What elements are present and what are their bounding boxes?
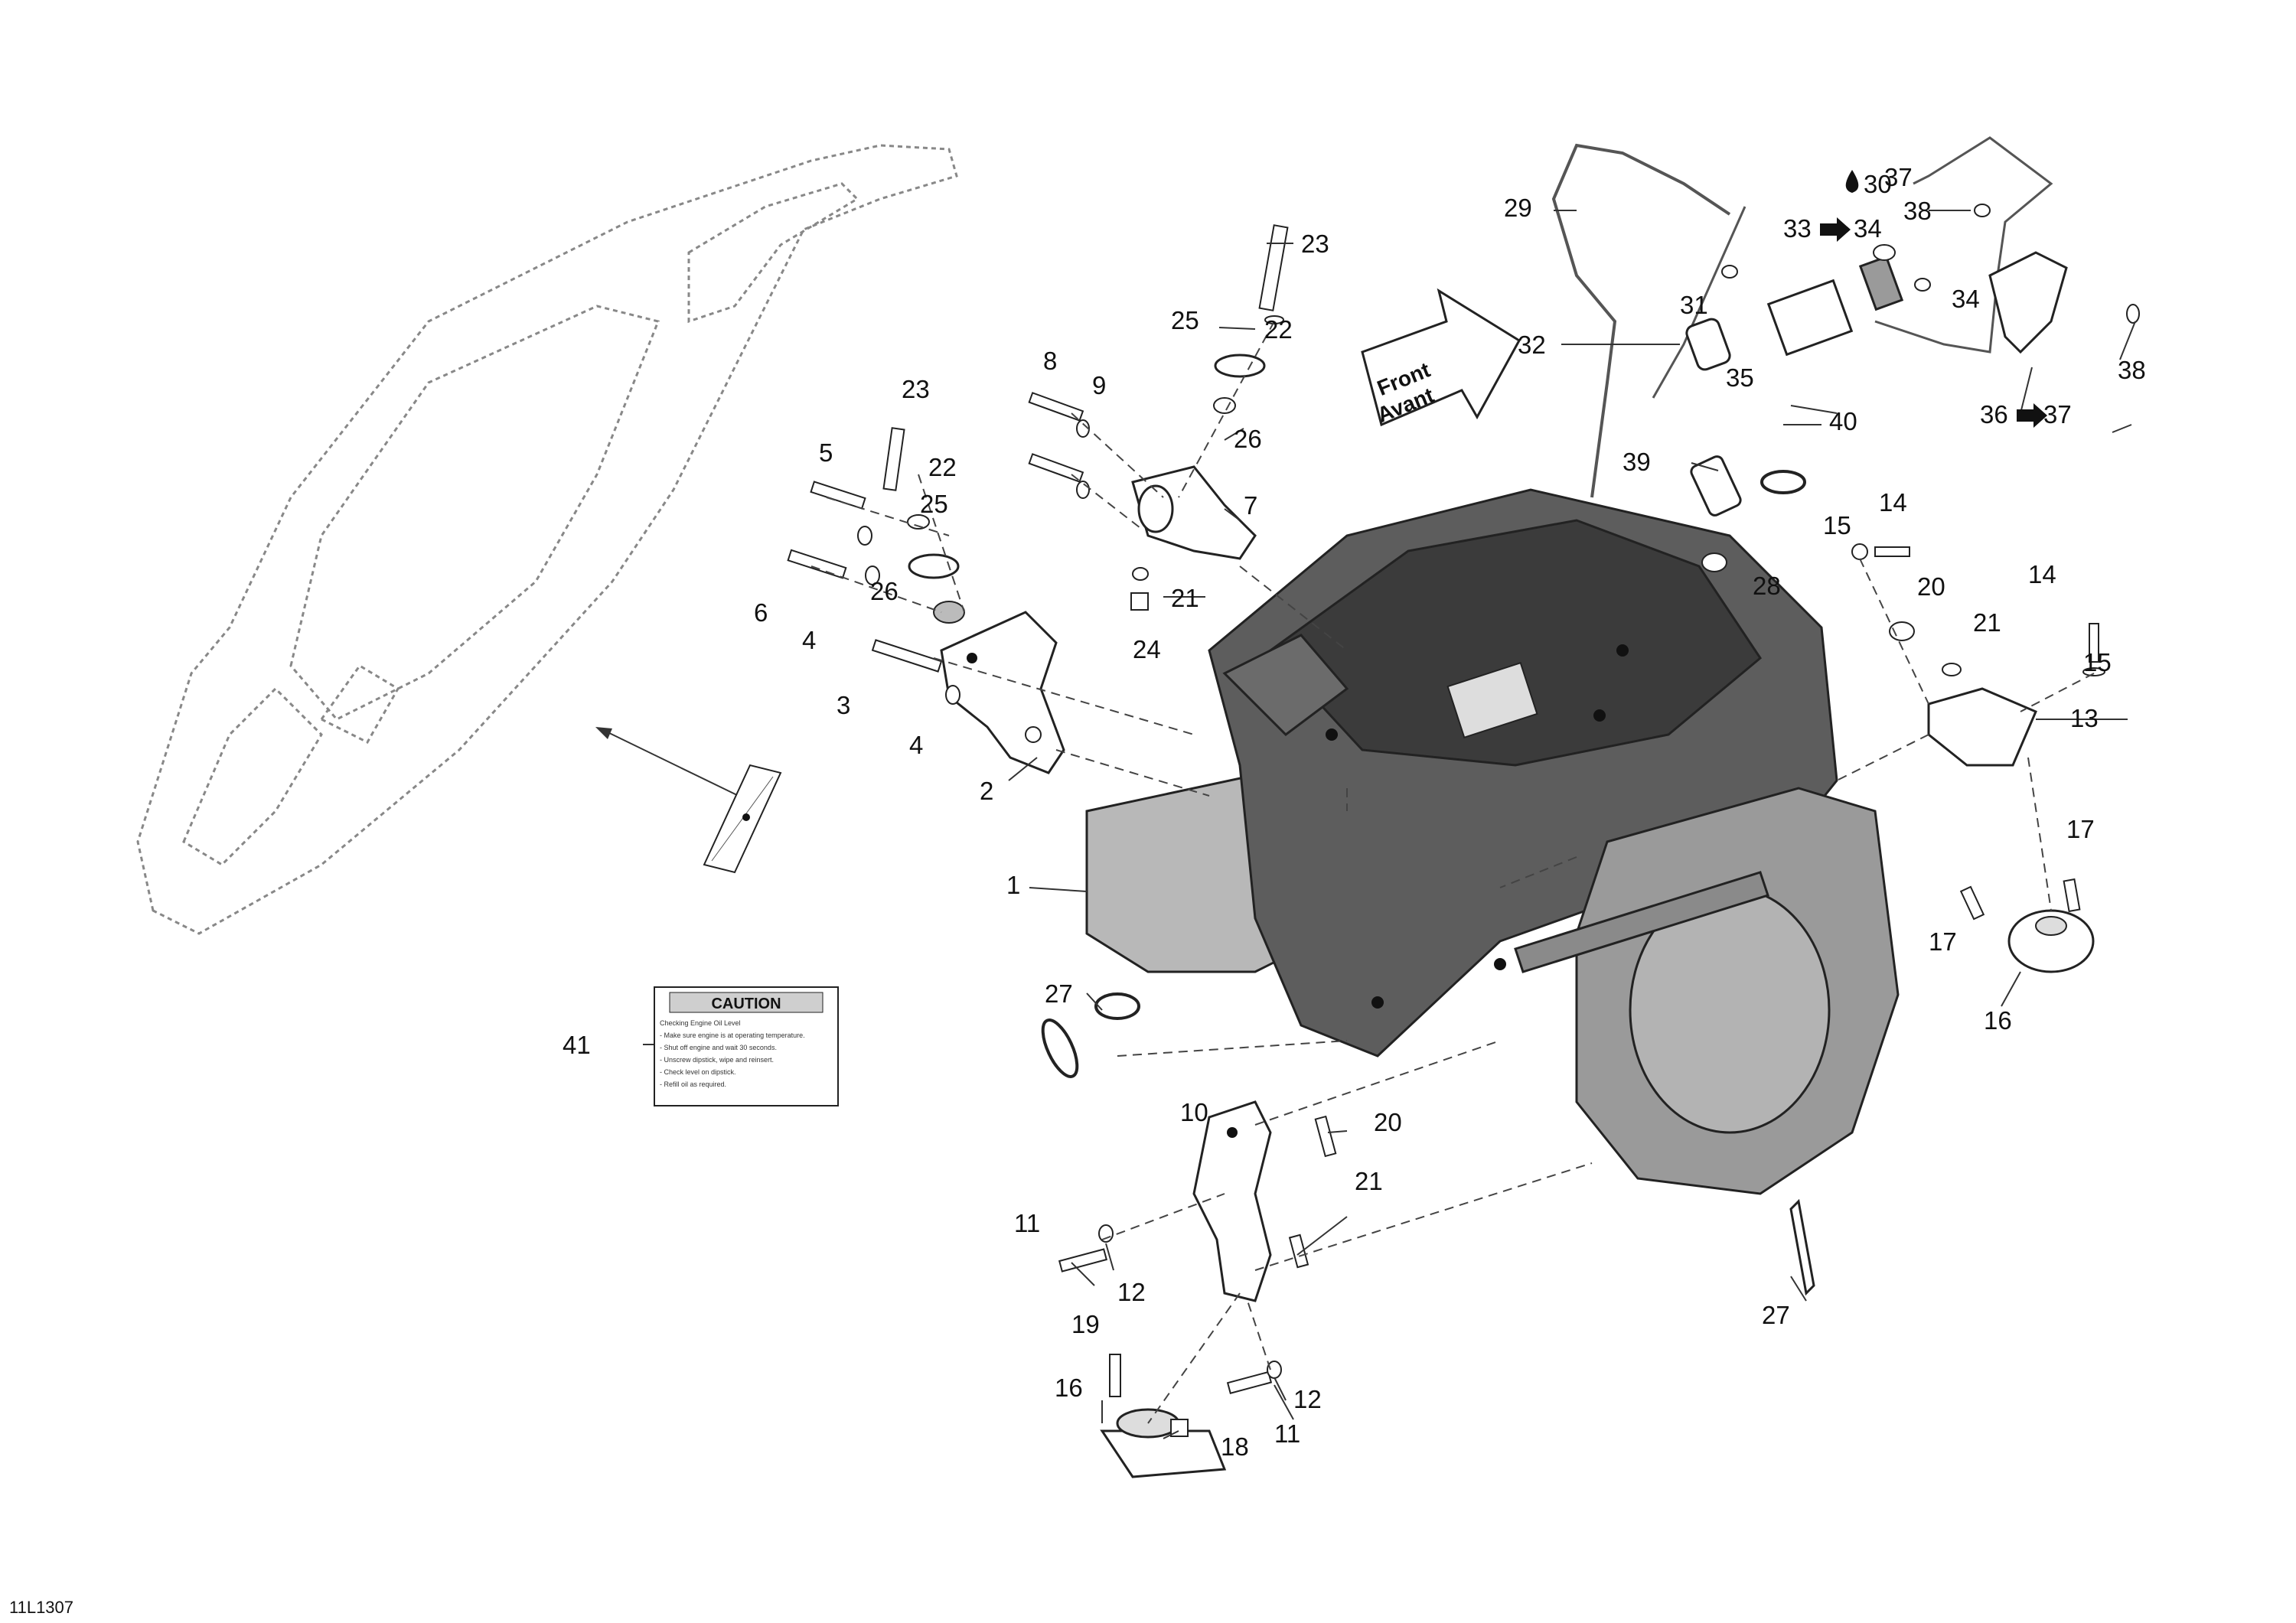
callout-16: 16 [1984,1006,2012,1035]
callout-17b: 17 [1929,927,1957,956]
callout-4: 4 [802,626,816,654]
engine-mount-right [2007,909,2095,973]
diagram-reference: 11L1307 [9,1598,73,1617]
callout-23: 23 [1301,230,1329,258]
caution-line: - Check level on dipstick. [660,1068,736,1076]
callout-24: 24 [1133,635,1161,663]
callout-22b: 22 [928,453,957,481]
callout-29: 29 [1504,194,1532,222]
assembly-dashed-lines [810,321,2095,1424]
callout-25b: 25 [920,490,948,518]
callout-18: 18 [1221,1432,1249,1461]
caution-line: - Refill oil as required. [660,1080,726,1088]
callout-8: 8 [1043,347,1057,375]
callout-21c: 21 [1973,608,2001,637]
body-panel-outline [136,144,958,935]
callout-33: 33 [1783,214,1812,243]
callout-22: 22 [1264,315,1293,344]
front-direction-arrow: Front Avant [1361,288,1521,427]
sensor-cable-group [1551,136,2140,517]
callout-41: 41 [563,1031,591,1059]
callout-12: 12 [1117,1278,1146,1306]
callout-39: 39 [1623,448,1651,476]
callout-2: 2 [980,777,993,805]
callout-arrows [1820,217,2047,428]
callout-14b: 14 [2028,560,2056,588]
callout-15: 15 [1823,511,1851,539]
mount-bracket-left [940,611,1065,774]
caution-label: CAUTION Checking Engine Oil Level - Make… [654,986,839,1106]
callout-21b: 21 [1355,1167,1383,1195]
panel-pointer-arrow [595,727,739,797]
callout-labels: 1 2 3 4 4 5 6 7 8 9 10 11 11 12 12 13 14… [563,163,2146,1461]
callout-12b: 12 [1293,1385,1322,1413]
callout-25: 25 [1171,306,1199,334]
callout-23b: 23 [902,375,930,403]
engine-assembly [1085,488,1900,1296]
callout-27: 27 [1045,979,1073,1008]
callout-28: 28 [1753,572,1781,600]
callout-13: 13 [2070,704,2099,732]
mount-bracket-front [1192,1100,1272,1302]
callout-17: 17 [2066,815,2095,843]
caution-line: - Shut off engine and wait 30 seconds. [660,1044,777,1051]
callout-32: 32 [1518,331,1546,359]
callout-20: 20 [1374,1108,1402,1136]
callout-3: 3 [837,691,850,719]
oil-drop-icon [1845,170,1859,193]
callout-11: 11 [1014,1209,1040,1237]
callout-40: 40 [1829,407,1857,435]
callout-26b: 26 [870,577,899,605]
callout-10: 10 [1180,1098,1208,1126]
callout-37: 37 [1884,163,1913,191]
callout-27b: 27 [1762,1301,1790,1329]
callout-16b: 16 [1055,1374,1083,1402]
callout-38: 38 [1903,197,1932,225]
callout-6: 6 [754,598,768,627]
callout-14: 14 [1879,488,1907,517]
callout-5: 5 [819,438,833,467]
callout-35: 35 [1726,363,1754,392]
caution-line: Checking Engine Oil Level [660,1019,741,1027]
callout-34b: 34 [1952,285,1980,313]
callout-21: 21 [1171,584,1199,612]
callout-36: 36 [1980,400,2008,429]
caution-line: - Unscrew dipstick, wipe and reinsert. [660,1056,774,1064]
callout-38b: 38 [2118,356,2146,384]
callout-31: 31 [1680,291,1708,319]
callout-19: 19 [1071,1310,1100,1338]
callout-11b: 11 [1274,1419,1300,1448]
caution-title: CAUTION [711,996,781,1012]
callout-7: 7 [1244,491,1257,520]
callout-26: 26 [1234,425,1262,453]
callout-30: 30 [1864,170,1892,198]
callout-1: 1 [1006,871,1020,899]
mount-bracket-right [1927,687,2037,767]
callout-15b: 15 [2083,648,2112,676]
callout-20b: 20 [1917,572,1945,601]
caution-line: - Make sure engine is at operating tempe… [660,1031,805,1039]
mount-bracket-top [1131,465,1257,560]
reflector-sticker [703,764,782,874]
engine-mount-lower [1100,1408,1227,1478]
callout-4b: 4 [909,731,923,759]
callout-34: 34 [1854,214,1882,243]
callout-37b: 37 [2043,400,2072,429]
callout-9: 9 [1092,371,1106,399]
